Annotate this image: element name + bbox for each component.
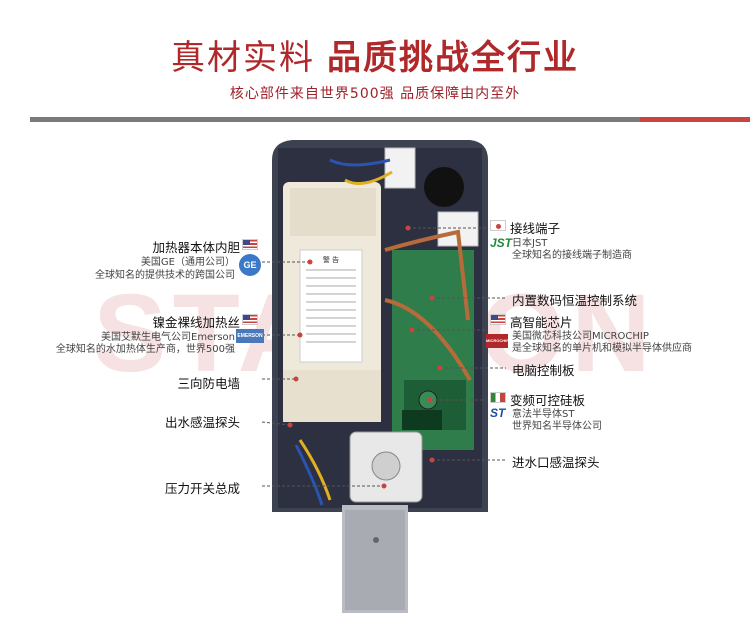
us-flag-icon — [242, 239, 258, 250]
label-thermostat-system: 内置数码恒温控制系统 — [512, 293, 638, 308]
label-pressure-switch: 压力开关总成 — [164, 481, 240, 496]
label-terminal: 接线端子 — [510, 221, 561, 236]
label-ge-line2: 全球知名的提供技术的跨国公司 — [95, 270, 235, 281]
page-title: 真材实料品质挑战全行业 — [0, 30, 750, 79]
label-microchip-line2: 是全球知名的单片机和模拟半导体供应商 — [512, 343, 692, 354]
label-jst-line1: 日本JST — [512, 238, 548, 249]
label-outlet-probe: 出水感温探头 — [164, 415, 240, 430]
jst-logo-icon: JST — [490, 236, 513, 250]
microchip-logo-icon: MICROCHIP — [486, 334, 508, 348]
title-part1: 真材实料 — [171, 38, 315, 78]
us-flag-icon — [242, 314, 258, 325]
label-heating-wire: 镍金裸线加热丝 — [152, 315, 240, 330]
label-smart-chip: 高智能芯片 — [510, 315, 573, 330]
label-st-line1: 意法半导体ST — [512, 409, 575, 420]
it-flag-icon — [490, 392, 506, 403]
terminal-block-top — [384, 147, 416, 189]
us-flag-icon — [490, 314, 506, 325]
warning-label — [299, 249, 363, 363]
label-anti-shock-wall: 三向防电墙 — [177, 376, 240, 391]
warning-title: 警 告 — [323, 255, 339, 264]
divider-gray — [30, 117, 640, 122]
page-subtitle: 核心部件来自世界500强 品质保障由内至外 — [229, 86, 521, 102]
label-inlet-probe: 进水口感温探头 — [512, 455, 600, 470]
pressure-vent — [424, 167, 464, 207]
label-control-board: 电脑控制板 — [512, 363, 575, 378]
label-st-line2: 世界知名半导体公司 — [512, 421, 602, 432]
label-emerson-line1: 美国艾默生电气公司Emerson — [101, 332, 235, 343]
emerson-logo-icon: EMERSON — [236, 329, 264, 343]
ge-logo-icon: GE — [239, 254, 261, 276]
title-part2: 品质挑战全行业 — [327, 38, 579, 78]
label-scr-board: 变频可控硅板 — [510, 393, 586, 408]
jp-flag-icon — [490, 220, 506, 231]
label-jst-line2: 全球知名的接线端子制造商 — [512, 250, 632, 261]
label-heater-tank: 加热器本体内胆 — [152, 240, 240, 255]
divider-red — [640, 117, 750, 122]
label-ge-line1: 美国GE（通用公司） — [140, 257, 235, 268]
label-microchip-line1: 美国微芯科技公司MICROCHIP — [512, 331, 649, 342]
st-logo-icon: ST — [490, 406, 506, 420]
label-emerson-line2: 全球知名的水加热体生产商，世界500强 — [55, 344, 235, 355]
